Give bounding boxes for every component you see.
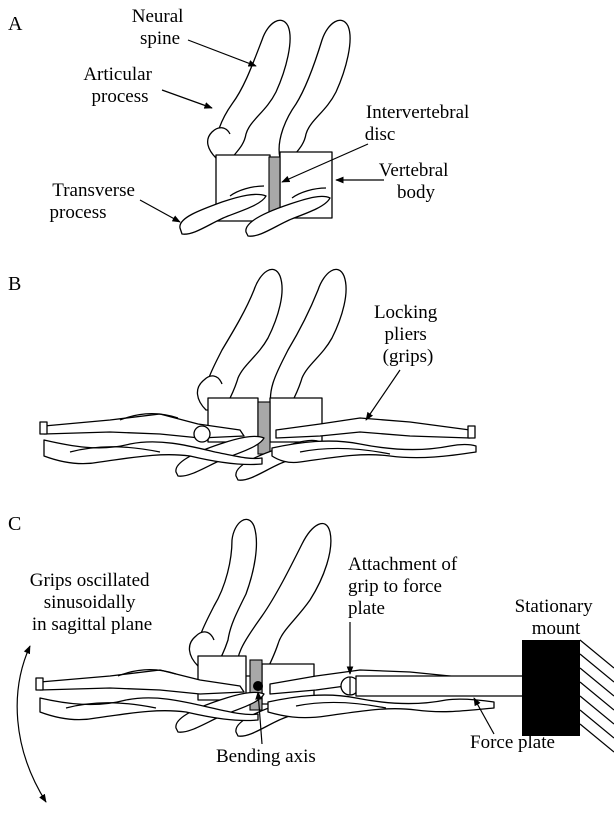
vertebrae-pair-a: [180, 20, 350, 236]
label-grips-oscillated: Grips oscillated sinusoidally in sagitta…: [30, 570, 155, 635]
panel-letter-a: A: [8, 13, 23, 35]
intervertebral-disc-a: [269, 157, 280, 215]
label-neural-spine: Neural spine: [132, 6, 188, 49]
mount-hatching: [580, 640, 614, 752]
label-locking-pliers: Locking pliers (grips): [374, 302, 442, 367]
label-transverse-process: Transverse process: [50, 180, 140, 223]
label-articular-process: Articular process: [83, 64, 156, 107]
label-stationary-mount: Stationary mount: [515, 596, 598, 639]
intervertebral-disc-b: [258, 402, 270, 454]
bending-axis-dot: [253, 681, 263, 691]
label-force-plate: Force plate: [470, 732, 555, 753]
label-intervertebral-disc: Intervertebral disc: [365, 102, 474, 145]
panel-letter-b: B: [8, 273, 21, 295]
panel-letter-c: C: [8, 513, 21, 535]
oscillation-arc: [17, 646, 46, 802]
label-vertebral-body: Vertebral body: [379, 160, 453, 203]
label-attachment: Attachment of grip to force plate: [348, 554, 462, 619]
stationary-mount: [522, 640, 580, 736]
label-bending-axis: Bending axis: [216, 746, 316, 767]
